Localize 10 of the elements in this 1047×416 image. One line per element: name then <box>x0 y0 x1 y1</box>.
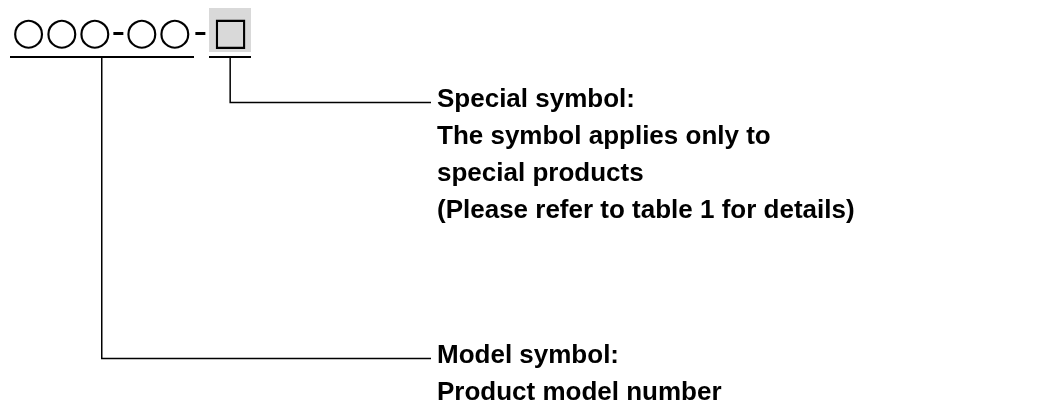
symbol-heading: Special symbol: <box>437 82 636 115</box>
hyphen-separator: - <box>193 8 208 54</box>
description-text: Product model number <box>437 375 722 408</box>
leader-line <box>101 57 432 360</box>
symbol-heading: Model symbol: <box>437 338 620 371</box>
special-code: □ <box>209 8 252 58</box>
description-text: The symbol applies only to special products <box>437 119 772 189</box>
description-text: (Please refer to table 1 for details) <box>437 193 855 226</box>
model-code: ○○○-○○ <box>10 8 194 58</box>
leader-line <box>229 57 432 104</box>
